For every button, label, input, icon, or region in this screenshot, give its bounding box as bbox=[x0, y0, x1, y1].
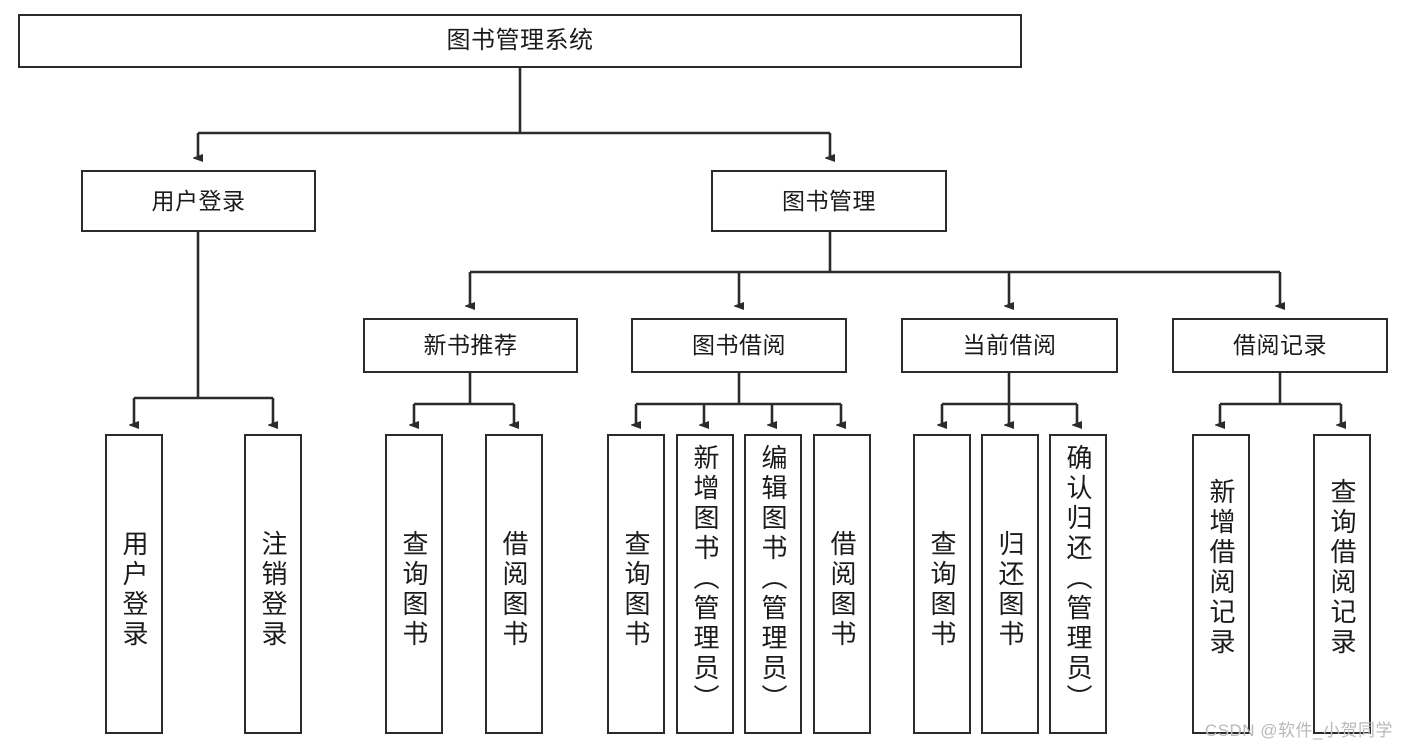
csdn-watermark: CSDN @软件_小贺同学 bbox=[1204, 721, 1393, 740]
leaf-query-book-current-label: 查询图书 bbox=[927, 530, 957, 650]
leaf-add-book-admin-label: 新增图书（管理员） bbox=[690, 444, 720, 714]
leaf-query-book-borrow-label: 查询图书 bbox=[621, 530, 651, 650]
leaf-query-borrow-record[interactable]: 查询借阅记录 bbox=[1313, 434, 1371, 734]
node-book-management[interactable]: 图书管理 bbox=[711, 170, 947, 232]
leaf-user-login-label: 用户登录 bbox=[119, 530, 149, 650]
node-book-borrow-label: 图书借阅 bbox=[692, 332, 786, 359]
leaf-query-borrow-record-label: 查询借阅记录 bbox=[1327, 478, 1357, 658]
node-borrow-records[interactable]: 借阅记录 bbox=[1172, 318, 1388, 373]
leaf-return-book[interactable]: 归还图书 bbox=[981, 434, 1039, 734]
leaf-borrow-book-label: 借阅图书 bbox=[827, 530, 857, 650]
leaf-logout-label: 注销登录 bbox=[258, 530, 288, 650]
node-user-login[interactable]: 用户登录 bbox=[81, 170, 316, 232]
leaf-edit-book-admin[interactable]: 编辑图书（管理员） bbox=[744, 434, 802, 734]
leaf-add-book-admin[interactable]: 新增图书（管理员） bbox=[676, 434, 734, 734]
leaf-borrow-book-recommend[interactable]: 借阅图书 bbox=[485, 434, 543, 734]
node-book-management-label: 图书管理 bbox=[782, 187, 876, 214]
node-current-borrow-label: 当前借阅 bbox=[962, 332, 1057, 359]
leaf-add-borrow-record[interactable]: 新增借阅记录 bbox=[1192, 434, 1250, 734]
leaf-return-book-label: 归还图书 bbox=[995, 530, 1025, 650]
leaf-edit-book-admin-label: 编辑图书（管理员） bbox=[758, 444, 788, 714]
leaf-query-book-current[interactable]: 查询图书 bbox=[913, 434, 971, 734]
leaf-borrow-book[interactable]: 借阅图书 bbox=[813, 434, 871, 734]
leaf-confirm-return-admin-label: 确认归还（管理员） bbox=[1063, 444, 1093, 714]
node-book-borrow[interactable]: 图书借阅 bbox=[631, 318, 847, 373]
leaf-logout[interactable]: 注销登录 bbox=[244, 434, 302, 734]
leaf-borrow-book-recommend-label: 借阅图书 bbox=[499, 530, 529, 650]
leaf-confirm-return-admin[interactable]: 确认归还（管理员） bbox=[1049, 434, 1107, 734]
node-root-system[interactable]: 图书管理系统 bbox=[18, 14, 1022, 68]
leaf-user-login[interactable]: 用户登录 bbox=[105, 434, 163, 734]
leaf-add-borrow-record-label: 新增借阅记录 bbox=[1206, 478, 1236, 658]
node-root-label: 图书管理系统 bbox=[446, 27, 594, 55]
leaf-query-book-recommend[interactable]: 查询图书 bbox=[385, 434, 443, 734]
node-current-borrow[interactable]: 当前借阅 bbox=[901, 318, 1118, 373]
node-user-login-label: 用户登录 bbox=[151, 187, 246, 214]
node-new-book-recommend[interactable]: 新书推荐 bbox=[363, 318, 578, 373]
node-new-book-recommend-label: 新书推荐 bbox=[423, 332, 518, 359]
leaf-query-book-recommend-label: 查询图书 bbox=[399, 530, 429, 650]
node-borrow-records-label: 借阅记录 bbox=[1233, 332, 1327, 359]
leaf-query-book-borrow[interactable]: 查询图书 bbox=[607, 434, 665, 734]
